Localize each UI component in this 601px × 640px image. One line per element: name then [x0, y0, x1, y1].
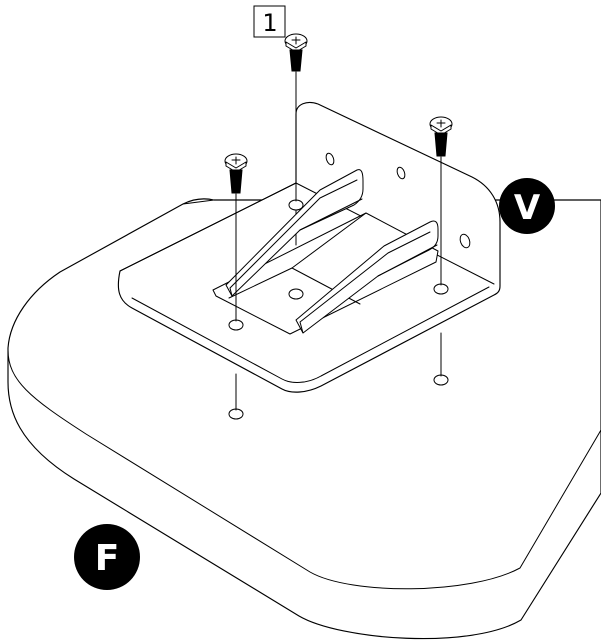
step-number: 1	[262, 9, 277, 37]
screw-left	[224, 153, 248, 194]
callout-base-label: F	[95, 538, 120, 579]
step-number-box: 1	[253, 5, 286, 38]
bracket	[117, 101, 501, 393]
callout-bracket: V	[499, 178, 555, 234]
callout-base: F	[74, 524, 140, 590]
base-holes	[228, 332, 449, 420]
screw-top	[284, 33, 308, 72]
callout-bracket-label: V	[514, 188, 541, 228]
screw-axis-lines	[235, 71, 442, 322]
screw-right	[429, 116, 453, 157]
